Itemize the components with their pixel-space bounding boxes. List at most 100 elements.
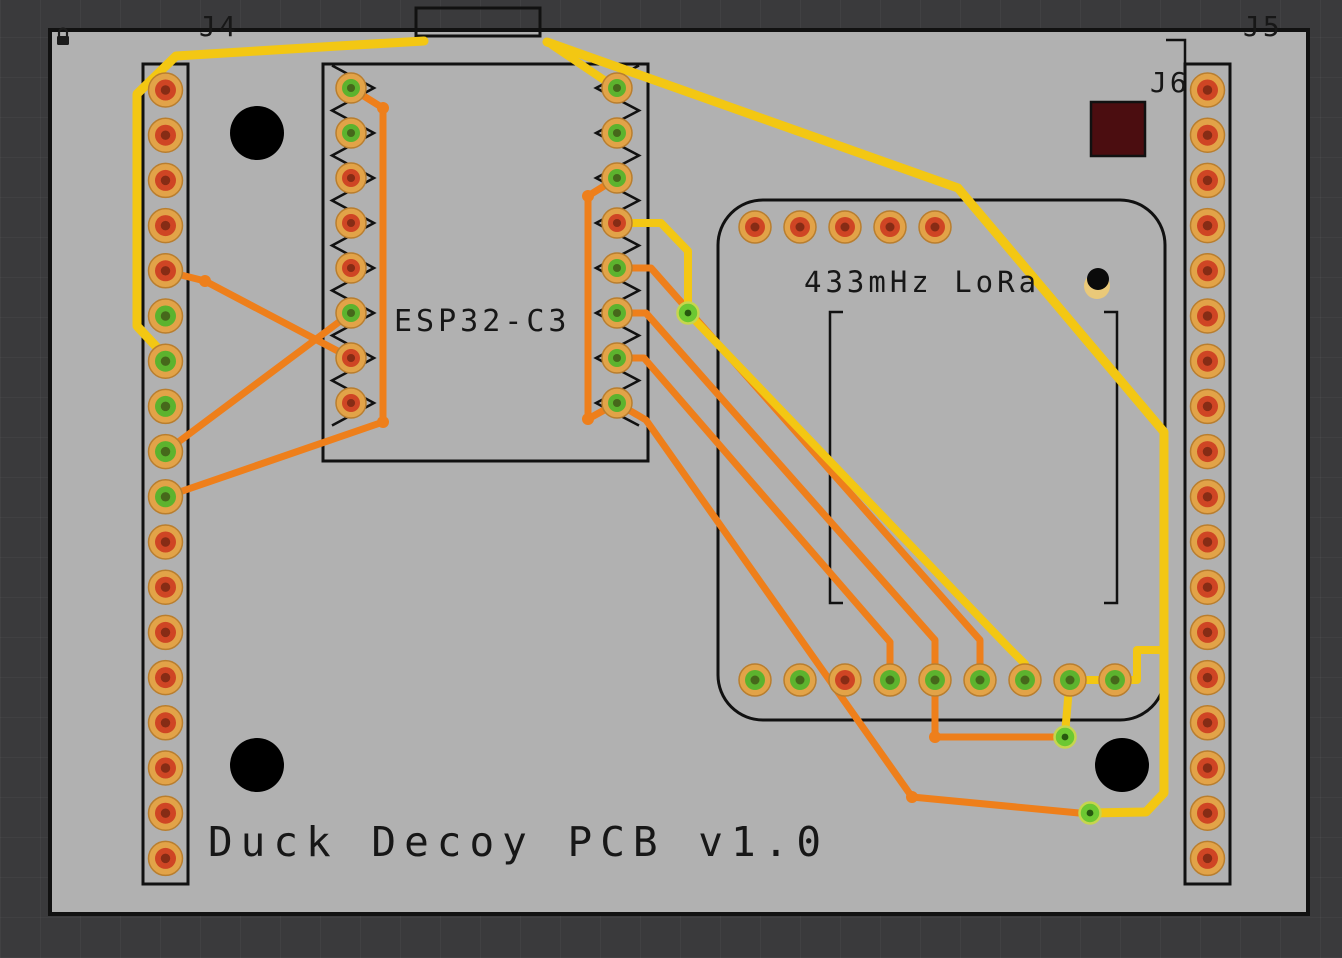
j5-pad-11-center (1197, 531, 1218, 553)
j5-pad-14-hole (1202, 672, 1213, 683)
trace-junction-dot (582, 413, 594, 425)
trace-junction-dot (377, 102, 389, 114)
esp32-left-pad-6-center (342, 304, 360, 322)
j5-pad-13-center (1197, 621, 1218, 643)
lora-top-pad-5-center (925, 217, 945, 237)
j5-pad-17-hole (1202, 808, 1213, 818)
esp32-right-pad-6-center (608, 304, 626, 322)
j4-pad-4-hole (160, 220, 171, 231)
lora-top-pad-3-center (835, 217, 855, 237)
lora-top-pad-2-center (790, 217, 810, 237)
trace-orange[interactable] (584, 174, 621, 423)
esp32-left-pad-8-center (342, 394, 360, 412)
j5-pad-8-hole (1202, 401, 1213, 412)
j5-pin1-mark (1166, 38, 1187, 64)
esp32-right-pad-1-center (608, 79, 626, 97)
j4-pad-6-center (155, 305, 176, 327)
mounting-hole-2[interactable] (230, 738, 284, 792)
label-esp32[interactable]: ESP32-C3 (394, 304, 571, 339)
label-j5[interactable]: J5 (1243, 10, 1283, 43)
trace-junction-dot (582, 190, 594, 202)
esp32-right-pad-8-hole (612, 398, 622, 408)
lora-bottom-pad-4-center (880, 670, 900, 690)
lora-bottom-pad-1-center (745, 670, 765, 690)
esp32-left-pad-1-center (342, 79, 360, 97)
j5-pad-17-center (1197, 802, 1218, 824)
lora-top-pad-2-hole (795, 222, 805, 232)
j4-pad-9-center (155, 441, 176, 463)
via-hole (1086, 809, 1094, 817)
j4-pad-7-center (155, 350, 176, 372)
lora-bottom-pad-5-hole (930, 675, 940, 685)
trace-junction-dot (199, 275, 211, 287)
j4-pad-15-center (155, 712, 176, 734)
lora-bottom-pad-6-center (970, 670, 990, 690)
j4-pad-11-hole (160, 537, 171, 547)
mounting-hole-1[interactable] (230, 106, 284, 160)
mounting-hole-3[interactable] (1095, 738, 1149, 792)
esp32-right-pad-3-hole (612, 173, 622, 183)
lora-antenna-hole[interactable] (1087, 268, 1109, 290)
j5-pad-8-center (1197, 395, 1218, 417)
lora-top-pad-4-hole (885, 222, 895, 232)
j5-pad-7-center (1197, 350, 1218, 372)
j4-pad-8-hole (160, 401, 171, 412)
label-lora[interactable]: 433mHz LoRa (804, 265, 1041, 299)
label-j6[interactable]: J6 (1150, 66, 1190, 99)
esp32-left-pad-2-center (342, 124, 360, 142)
j4-pad-13-center (155, 621, 176, 643)
j5-pad-4-center (1197, 215, 1218, 237)
label-j4[interactable]: J4 (199, 10, 239, 43)
esp32-left-pad-5-hole (346, 263, 356, 273)
trace-junction-dot (906, 791, 918, 803)
j4-pad-9-hole (160, 446, 171, 457)
lora-bottom-pad-2-center (790, 670, 810, 690)
j4-pad-1-hole (160, 85, 171, 95)
j5-pad-10-center (1197, 486, 1218, 508)
esp32-right-pad-4-hole (612, 218, 622, 228)
j5-pad-12-center (1197, 576, 1218, 598)
esp32-right-pad-8-center (608, 394, 626, 412)
j4-pad-18-hole (160, 853, 171, 864)
trace-orange[interactable] (613, 264, 984, 683)
connector-j5-outline[interactable] (1183, 62, 1232, 886)
j5-pad-12-hole (1202, 582, 1213, 592)
lora-bottom-pad-9-center (1105, 670, 1125, 690)
trace-yellow[interactable] (542, 37, 1169, 818)
esp32-outline[interactable] (321, 62, 650, 463)
top-connector-outline[interactable] (414, 6, 542, 38)
trace-junction-dot (929, 731, 941, 743)
j4-pad-16-center (155, 757, 176, 779)
esp32-left-pad-6-hole (346, 308, 356, 318)
j4-pad-17-hole (160, 808, 171, 818)
board-title[interactable]: Duck Decoy PCB v1.0 (208, 818, 829, 866)
esp32-right-pad-5-hole (612, 263, 622, 273)
j4-pad-5-hole (160, 266, 171, 276)
trace-orange[interactable] (161, 309, 355, 456)
j4-pad-2-center (155, 124, 176, 146)
j5-pad-3-center (1197, 169, 1218, 191)
lora-bottom-pad-4-hole (885, 675, 895, 685)
trace-orange[interactable] (161, 86, 387, 501)
esp32-left-pad-2-hole (346, 128, 356, 138)
j5-pad-9-hole (1202, 446, 1213, 457)
j5-pad-15-hole (1202, 718, 1213, 728)
j4-pad-11-center (155, 531, 176, 553)
esp32-left-pad-4-hole (346, 218, 356, 228)
lora-bottom-pad-7-hole (1020, 675, 1030, 685)
j4-pad-13-hole (160, 627, 171, 638)
j5-pad-14-center (1197, 667, 1218, 689)
j4-pad-15-hole (160, 718, 171, 728)
lora-bottom-pad-8-center (1060, 670, 1080, 690)
j5-pad-3-hole (1202, 175, 1213, 186)
trace-orange[interactable] (613, 309, 1061, 741)
esp32-left-pad-1-hole (346, 83, 356, 93)
esp32-left-pad-7-center (342, 349, 360, 367)
esp32-left-pad-3-center (342, 169, 360, 187)
lora-bottom-pad-1-hole (750, 675, 760, 685)
j6-square-pad[interactable] (1089, 100, 1147, 158)
lora-bottom-pad-7-center (1015, 670, 1035, 690)
lora-bottom-pad-5-center (925, 670, 945, 690)
